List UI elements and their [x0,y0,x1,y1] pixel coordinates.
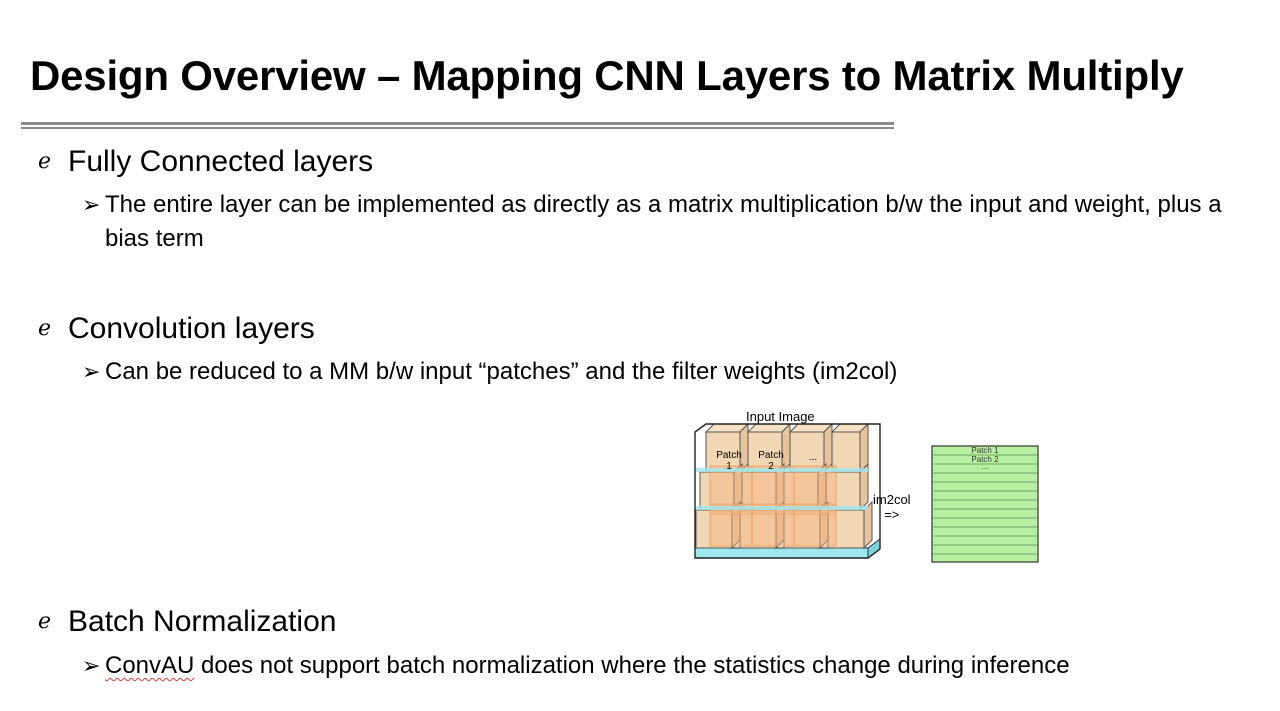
sub-bullet-batch-norm: ➢ ConvAU does not support batch normaliz… [82,649,1262,683]
convau-term: ConvAU [105,652,195,679]
sub-bullet-convolution: ➢ Can be reduced to a MM b/w input “patc… [82,355,1222,389]
im2col-figure: Input Image [690,406,1050,570]
bullet-icon: ℯ [38,148,52,173]
im2col-diagram [694,422,1039,563]
patch-label-2: Patch 2 [758,450,784,472]
matrix-row-label-1: Patch 1 [971,446,999,455]
heading-fully-connected: Fully Connected layers [68,145,374,178]
slide-title: Design Overview – Mapping CNN Layers to … [30,52,1184,99]
matrix-row-label-3: ... [981,462,989,471]
sub-text-fully-connected: The entire layer can be implemented as d… [105,191,1222,252]
arrow-bullet-icon: ➢ [82,359,101,384]
figure-caption: Input Image [746,409,815,424]
sub-bullet-fully-connected: ➢ The entire layer can be implemented as… [82,188,1222,256]
title-divider [21,122,894,130]
matrix-row-label-2: Patch 2 [971,455,999,464]
heading-batch-norm: Batch Normalization [68,605,337,638]
bullet-convolution: ℯ Convolution layers [38,311,315,346]
heading-convolution: Convolution layers [68,312,315,345]
input-volume-outline [694,423,881,559]
sub-text-convolution: Can be reduced to a MM b/w input “patche… [105,358,898,385]
sub-text-batch-norm: ConvAU does not support batch normalizat… [105,652,1070,679]
bullet-batch-norm: ℯ Batch Normalization [38,604,336,639]
im2col-arrow-label: im2col => [873,492,911,522]
patch-matrix [931,445,1039,563]
arrow-bullet-icon: ➢ [82,653,101,678]
row-separators [696,468,868,510]
arrow-bullet-icon: ➢ [82,192,101,217]
bullet-fully-connected: ℯ Fully Connected layers [38,144,373,179]
input-volume-base [694,547,869,559]
patch-label-ellipsis: ... [808,452,818,463]
bullet-icon: ℯ [38,315,52,340]
bullet-icon: ℯ [38,608,52,633]
patch-label-1: Patch 1 [716,450,742,472]
